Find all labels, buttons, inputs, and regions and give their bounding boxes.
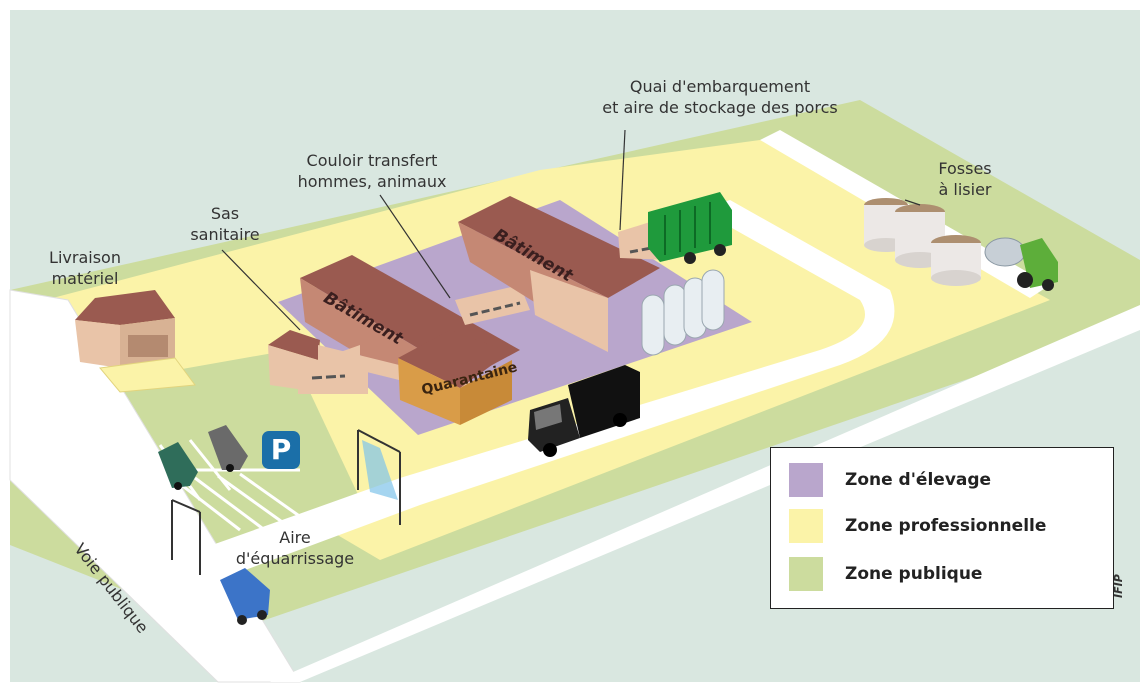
label-sas: Sas sanitaire bbox=[170, 203, 280, 245]
label-fosses: Fosses à lisier bbox=[915, 158, 1015, 200]
label-livraison-line1: Livraison bbox=[49, 248, 121, 267]
label-fosses-line1: Fosses bbox=[938, 159, 992, 178]
label-aire-line2: d'équarrissage bbox=[235, 549, 355, 568]
label-quai-line2: et aire de stockage des porcs bbox=[602, 98, 838, 117]
label-fosses-line2: à lisier bbox=[938, 180, 992, 199]
label-aire: Aire d'équarrissage bbox=[210, 527, 380, 569]
label-quai: Quai d'embarquement et aire de stockage … bbox=[560, 76, 880, 118]
label-couloir-line1: Couloir transfert bbox=[306, 151, 438, 170]
label-couloir: Couloir transfert hommes, animaux bbox=[262, 150, 482, 192]
quarantaine-building bbox=[398, 330, 512, 425]
fosses-lisier bbox=[864, 198, 981, 286]
equarrissage-gate bbox=[171, 499, 201, 575]
legend-item-publique: Zone publique bbox=[789, 556, 982, 592]
equarrissage-bin bbox=[220, 568, 270, 625]
label-quai-line1: Quai d'embarquement bbox=[629, 77, 811, 96]
legend-item-elevage: Zone d'élevage bbox=[789, 462, 991, 498]
parked-cars bbox=[158, 425, 248, 490]
label-sas-line1: Sas bbox=[210, 204, 240, 223]
right-road bbox=[270, 305, 1140, 682]
label-livraison: Livraison matériel bbox=[30, 247, 140, 289]
legend-swatch-publique bbox=[789, 557, 823, 591]
internal-road bbox=[170, 200, 895, 585]
credit-label: IFIP bbox=[1112, 574, 1125, 598]
livestock-truck bbox=[648, 192, 732, 264]
leader-lines bbox=[221, 129, 921, 331]
livraison-building bbox=[75, 290, 196, 393]
legend-label-publique: Zone publique bbox=[845, 564, 983, 584]
legend: Zone d'élevage Zone professionnelle Zone… bbox=[770, 447, 1114, 609]
label-couloir-line2: hommes, animaux bbox=[297, 172, 447, 191]
label-livraison-line2: matériel bbox=[51, 269, 119, 288]
black-truck bbox=[528, 365, 640, 457]
disinfection-arch bbox=[357, 429, 401, 525]
legend-label-elevage: Zone d'élevage bbox=[845, 470, 992, 490]
legend-item-professionnelle: Zone professionnelle bbox=[789, 508, 1046, 544]
legend-swatch-professionnelle bbox=[789, 509, 823, 543]
label-sas-line2: sanitaire bbox=[190, 225, 260, 244]
label-aire-line1: Aire bbox=[279, 528, 311, 547]
silos bbox=[641, 269, 725, 356]
tractor bbox=[984, 237, 1058, 291]
legend-label-professionnelle: Zone professionnelle bbox=[845, 516, 1047, 536]
couloir-corridor bbox=[455, 285, 530, 325]
legend-swatch-elevage bbox=[789, 463, 823, 497]
parking-sign: P bbox=[262, 431, 300, 469]
batiment-2-building bbox=[458, 196, 660, 352]
